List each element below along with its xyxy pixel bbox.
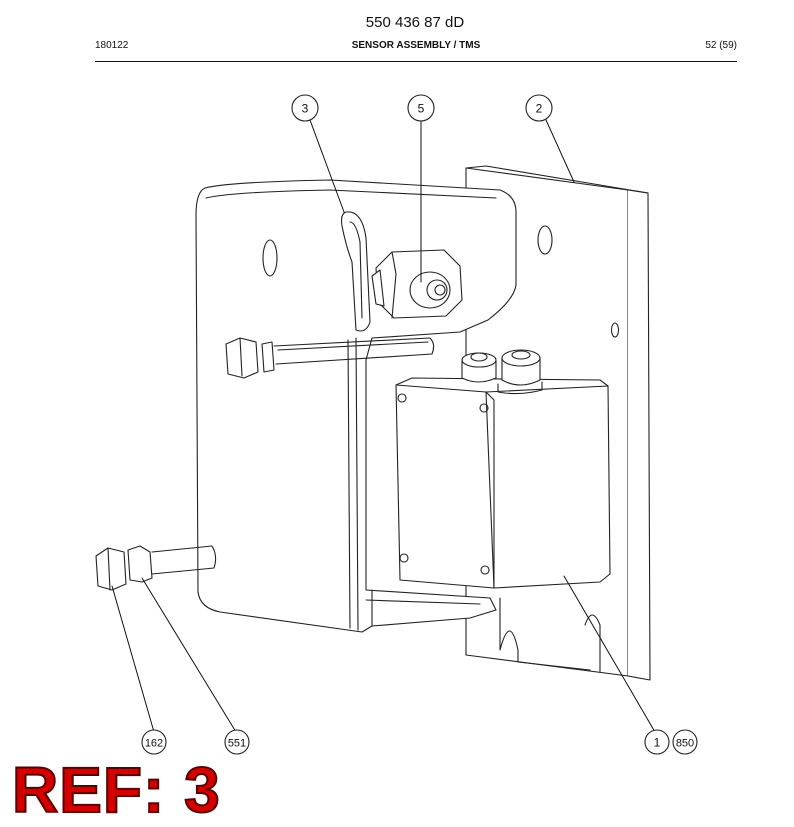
callout-3-label: 3 bbox=[302, 102, 309, 116]
page-header: 180122 SENSOR ASSEMBLY / TMS 52 (59) bbox=[95, 40, 737, 56]
long-bolt bbox=[225, 337, 435, 379]
hook-clip bbox=[340, 211, 371, 332]
callout-850: 850 bbox=[672, 729, 698, 755]
page-title: SENSOR ASSEMBLY / TMS bbox=[351, 40, 481, 51]
callout-5: 5 bbox=[407, 94, 435, 122]
callout-1: 1 bbox=[644, 729, 670, 755]
page-number: 52 (59) bbox=[705, 40, 737, 51]
callout-551-label: 551 bbox=[228, 738, 246, 750]
hex-fitting bbox=[371, 249, 463, 319]
leader-lines bbox=[111, 119, 656, 733]
callout-2-label: 2 bbox=[536, 102, 543, 116]
callout-5-label: 5 bbox=[418, 102, 425, 116]
date-code: 180122 bbox=[95, 40, 129, 51]
callout-162: 162 bbox=[141, 729, 167, 755]
callout-3: 3 bbox=[291, 94, 319, 122]
lower-bolt bbox=[95, 545, 217, 591]
reference-label: REF: 3 bbox=[11, 754, 221, 826]
header-divider bbox=[95, 61, 737, 62]
document-number: 550 436 87 dD bbox=[365, 14, 465, 31]
sensor-box bbox=[395, 349, 611, 589]
callout-850-label: 850 bbox=[676, 738, 694, 750]
callout-551: 551 bbox=[224, 729, 250, 755]
callout-1-label: 1 bbox=[654, 736, 661, 750]
callout-162-label: 162 bbox=[145, 738, 163, 750]
callout-2: 2 bbox=[525, 94, 553, 122]
